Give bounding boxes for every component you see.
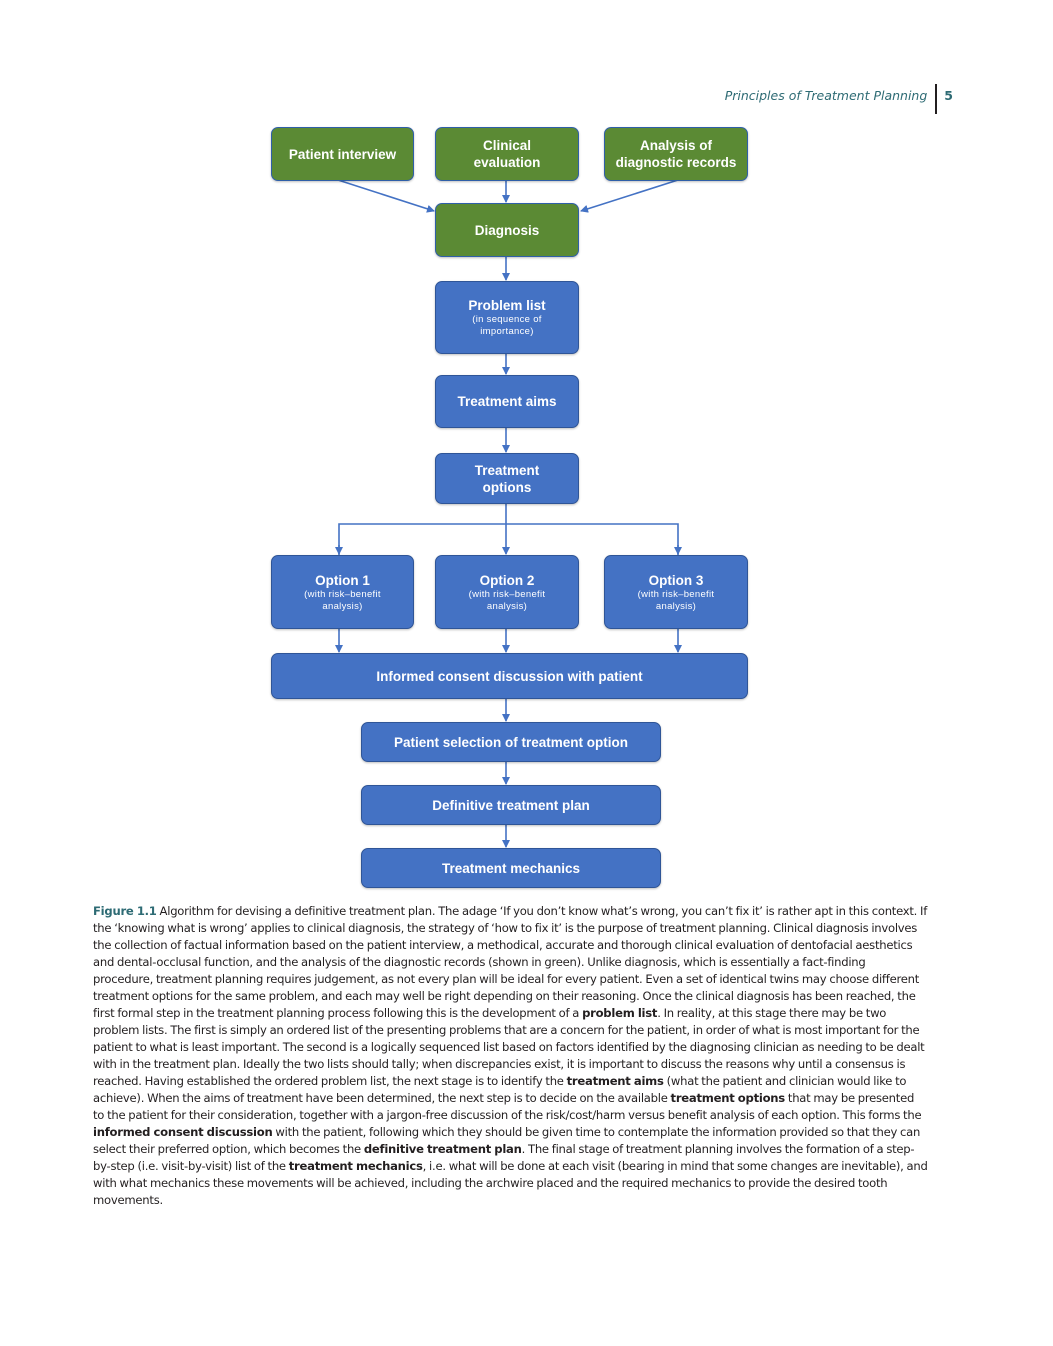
caption-term-informed-consent: informed consent discussion (93, 1125, 273, 1139)
box-problem-list-sub1: (in sequence of (472, 314, 542, 325)
box-patient-selection-label: Patient selection of treatment option (393, 734, 629, 750)
box-option-1-sub2: analysis) (322, 600, 363, 612)
box-diagnosis-label: Diagnosis (474, 222, 540, 238)
box-option-2: Option 2 (with risk–benefit analysis) (435, 555, 579, 629)
box-treatment-mechanics: Treatment mechanics (361, 848, 661, 888)
running-header-title: Principles of Treatment Planning (724, 88, 928, 103)
box-option-1-sub1: (with risk–benefit (304, 588, 381, 600)
page-number: 5 (944, 88, 953, 103)
caption-term-treatment-mechanics: treatment mechanics (288, 1159, 423, 1173)
box-clinical-evaluation-line1: Clinical (482, 138, 531, 153)
arrow-interview-to-diagnosis (337, 179, 435, 213)
box-option-2-title: Option 2 (479, 572, 535, 588)
arrow-records-to-diagnosis (580, 179, 679, 213)
box-clinical-evaluation: Clinical evaluation (435, 127, 579, 181)
header-divider (935, 84, 938, 114)
box-treatment-options-line2: options (482, 479, 532, 495)
box-option-3: Option 3 (with risk–benefit analysis) (604, 555, 748, 629)
box-patient-interview: Patient interview (271, 127, 414, 181)
box-problem-list-sub2: importance) (480, 326, 534, 337)
caption-text-7: , i.e. what will be done at each visit (… (93, 1159, 928, 1207)
branch-to-options (338, 523, 679, 555)
figure-label: Figure 1.1 (93, 904, 157, 918)
box-informed-consent: Informed consent discussion with patient (271, 653, 748, 699)
box-analysis-records: Analysis of diagnostic records (604, 127, 748, 181)
caption-term-problem-list: problem list (582, 1006, 658, 1020)
box-analysis-records-line1: Analysis of (639, 138, 713, 153)
running-header: Principles of Treatment Planning 5 (725, 84, 953, 114)
box-definitive-plan: Definitive treatment plan (361, 785, 661, 825)
flowchart-connectors (335, 179, 682, 848)
box-option-2-sub2: analysis) (486, 600, 528, 612)
caption-text-3: (what the patient and clinician would li… (93, 1074, 907, 1105)
figure-caption: Figure 1.1 Algorithm for devising a defi… (93, 903, 928, 1209)
box-informed-consent-label: Informed consent discussion with patient (376, 668, 643, 684)
caption-text-2: . In reality, at this stage there may be… (93, 1006, 925, 1088)
box-problem-list: Problem list (in sequence of importance) (435, 281, 579, 354)
caption-term-definitive-plan: definitive treatment plan (363, 1142, 522, 1156)
box-option-3-title: Option 3 (648, 572, 704, 588)
box-diagnosis: Diagnosis (435, 203, 579, 257)
box-option-1-title: Option 1 (315, 572, 370, 588)
box-option-1: Option 1 (with risk–benefit analysis) (271, 555, 414, 629)
caption-text-1: Algorithm for devising a definitive trea… (93, 904, 928, 1020)
box-problem-list-title: Problem list (468, 298, 546, 313)
caption-term-treatment-options: treatment options (670, 1091, 786, 1105)
box-definitive-plan-label: Definitive treatment plan (432, 797, 590, 813)
caption-text-4: that may be presented to the patient for… (93, 1091, 922, 1122)
box-patient-selection: Patient selection of treatment option (361, 722, 661, 762)
box-treatment-aims: Treatment aims (435, 375, 579, 428)
caption-text-6: . The final stage of treatment planning … (93, 1142, 915, 1173)
box-treatment-mechanics-label: Treatment mechanics (441, 860, 581, 876)
box-option-2-sub1: (with risk–benefit (468, 588, 546, 600)
box-analysis-records-line2: diagnostic records (615, 155, 737, 170)
box-clinical-evaluation-line2: evaluation (473, 155, 541, 170)
box-treatment-options-line1: Treatment (474, 462, 540, 478)
caption-text-5: with the patient, following which they s… (93, 1125, 921, 1156)
caption-term-treatment-aims: treatment aims (566, 1074, 664, 1088)
box-option-3-sub1: (with risk–benefit (637, 588, 715, 600)
box-patient-interview-label: Patient interview (288, 146, 397, 162)
box-option-3-sub2: analysis) (655, 600, 697, 612)
box-treatment-aims-label: Treatment aims (457, 394, 557, 409)
box-treatment-options: Treatment options (435, 453, 579, 504)
